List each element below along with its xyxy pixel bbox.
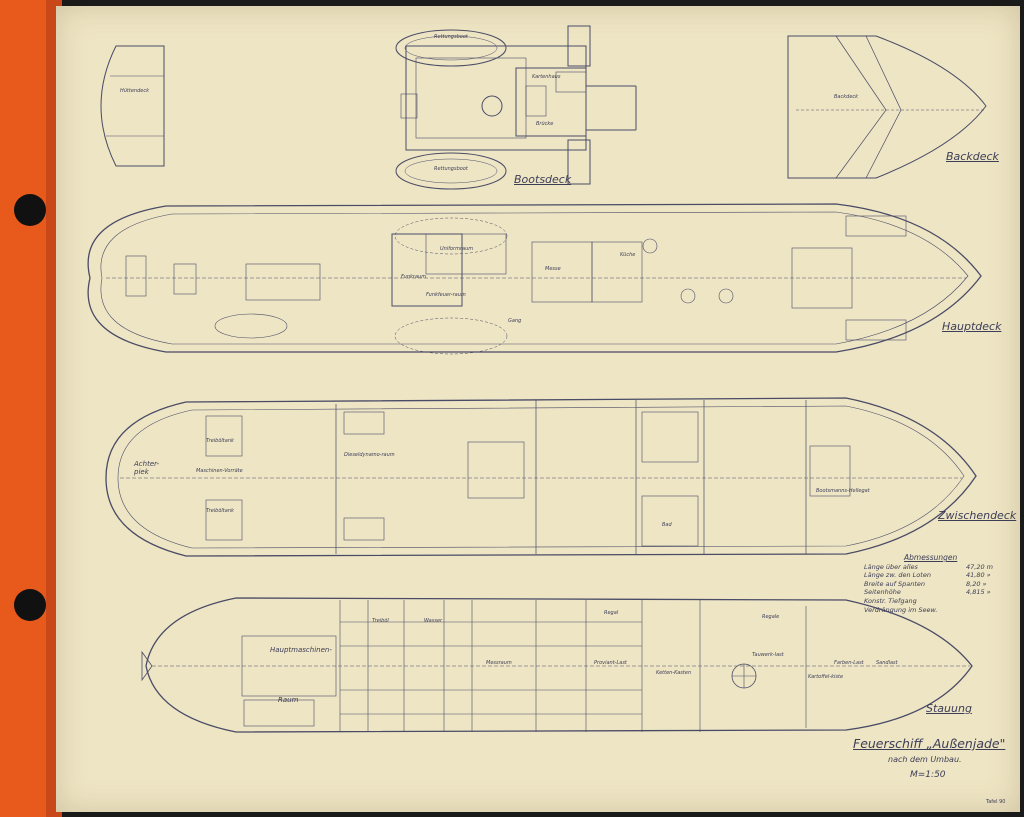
room-huettendeck: Hüttendeck [120, 88, 149, 94]
binder-strip [0, 0, 62, 817]
binder-hole-top [14, 194, 46, 226]
room-backdeck: Backdeck [834, 94, 859, 100]
drawing-subtitle: nach dem Umbau. [888, 755, 962, 764]
dimension-label: Konstr. Tiefgang [864, 596, 917, 605]
zwischendeck-label: Zwischendeck [938, 509, 1017, 522]
room-treiboeltank-2: Treiböltank [206, 508, 234, 514]
room-wasser: Wasser [424, 618, 443, 624]
backdeck-label: Backdeck [946, 150, 999, 163]
stauung-label: Stauung [926, 702, 972, 715]
room-uniformraum: Uniformraum [440, 246, 474, 252]
room-ketten-kasten: Ketten-Kasten [656, 670, 692, 676]
zwischendeck-plan [105, 397, 977, 557]
drawing-title: Feuerschiff „Außenjade" [853, 736, 1006, 751]
drawing-scale: M=1:50 [910, 770, 946, 780]
room-messraum: Messraum [486, 660, 512, 666]
room-proviant-last: Proviant-Last [594, 660, 627, 666]
hauptdeck-label: Hauptdeck [942, 320, 1002, 333]
huettendeck-outline [100, 45, 165, 167]
dimension-label: Seitenhöhe [864, 588, 901, 597]
room-dieseldynamoraum: Dieseldynamo-raum [344, 452, 395, 458]
dimension-label: Länge über alles [864, 562, 918, 571]
room-regal: Regal [604, 610, 619, 616]
room-kueche: Küche [620, 252, 636, 258]
room-bad: Bad [662, 522, 672, 528]
room-funkraum: Funkraum [401, 274, 427, 280]
dimension-row: Breite auf Spanten 8,20 » [864, 580, 993, 589]
sheet-number: Tafel 90 [986, 799, 1006, 805]
dimension-row: Länge zw. den Loten 41,80 » [864, 571, 993, 580]
stauung-plan [141, 597, 973, 733]
room-funkfeuerraum: Funkfeuer-raum [426, 292, 466, 298]
room-messe: Messe [545, 266, 561, 272]
room-rettungsboot-bottom: Rettungsboot [434, 166, 468, 172]
dimension-row: Konstr. Tiefgang [864, 597, 993, 606]
dimension-label: Länge zw. den Loten [864, 571, 931, 580]
dimension-row: Verdrängung im Seew. [864, 606, 993, 615]
binder-hole-bottom [14, 589, 46, 621]
dimension-value: 41,80 » [966, 571, 991, 580]
room-sandlast: Sandlast [876, 660, 898, 666]
dimension-row: Seitenhöhe 4,815 » [864, 588, 993, 597]
dimension-value: 8,20 » [966, 579, 987, 588]
dimension-value: 47,20 m [966, 562, 994, 571]
room-farben-last: Farben-Last [834, 660, 864, 666]
room-kartenhaus: Kartenhaus [532, 74, 561, 80]
room-tauwerk-last: Tauwerk-last [752, 652, 784, 658]
dimensions-heading: Abmessungen [904, 553, 958, 562]
hauptdeck-plan [87, 203, 982, 355]
room-gang: Gang [508, 318, 522, 324]
room-rettungsboot-top: Rettungsboot [434, 34, 468, 40]
room-kartoffel-kiste: Kartoffel-kiste [808, 674, 844, 680]
dimension-value: 4,815 » [966, 588, 991, 597]
room-raum: Raum [278, 696, 299, 704]
room-maschinen-vorraete: Maschinen-Vorräte [196, 468, 243, 474]
room-bootsmanns-last: Bootsmanns-Hellegat [816, 488, 870, 494]
dimension-label: Verdrängung im Seew. [864, 605, 938, 614]
room-bruecke: Brücke [536, 121, 554, 127]
dimension-row: Länge über alles 47,20 m [864, 563, 993, 572]
room-achter-piek: Achter-piek [134, 460, 160, 476]
backdeck-plan [787, 35, 987, 179]
room-treiboel: Treiböl [372, 618, 389, 624]
ship-plan-drawing [87, 25, 987, 733]
drawing-sheet: Bootsdeck Backdeck Hauptdeck Zwischendec… [56, 6, 1020, 812]
room-regale: Regale [762, 614, 780, 620]
dimensions-table: Abmessungen Länge über alles 47,20 m Län… [864, 553, 993, 615]
bootsdeck-label: Bootsdeck [514, 173, 572, 186]
bootsdeck-plan [395, 25, 637, 190]
room-treiboeltank-1: Treiböltank [206, 438, 234, 444]
room-hauptmaschinen: Hauptmaschinen- [270, 646, 332, 654]
dimension-label: Breite auf Spanten [864, 579, 926, 588]
